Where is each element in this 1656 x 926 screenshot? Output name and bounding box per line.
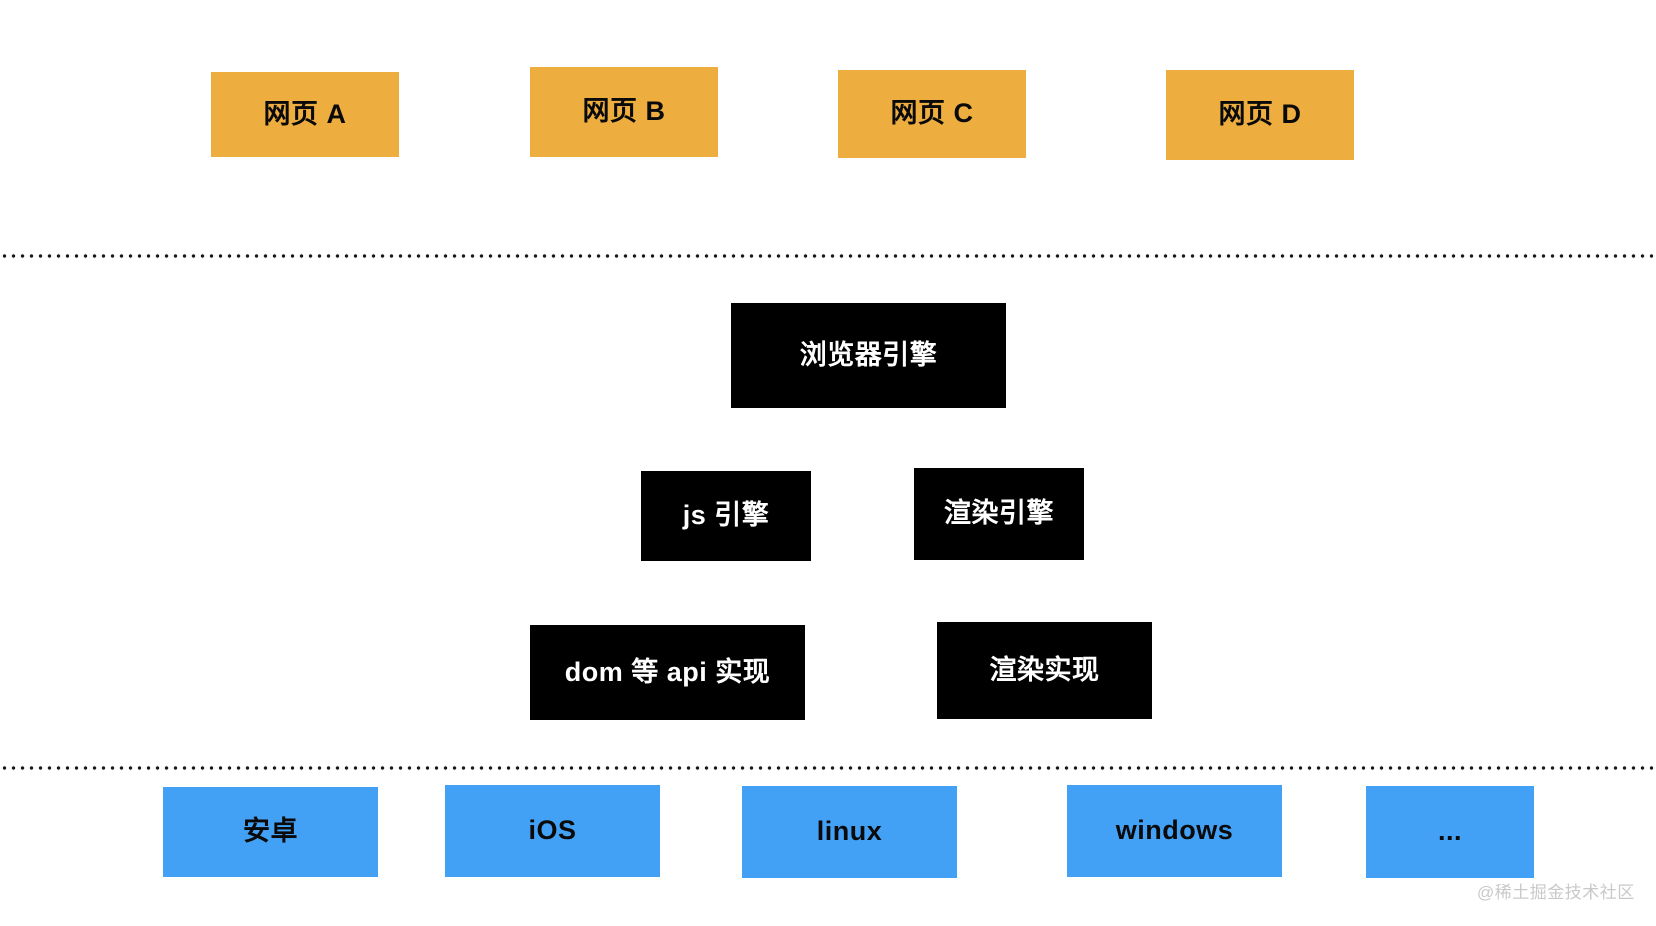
box-webpage-a: 网页 A (211, 72, 399, 157)
box-js-engine: js 引擎 (641, 471, 811, 561)
box-label: 网页 B (582, 96, 666, 127)
box-webpage-d: 网页 D (1166, 70, 1354, 160)
box-label: js 引擎 (682, 500, 770, 531)
box-os-linux: linux (742, 786, 957, 878)
box-label: windows (1115, 815, 1234, 846)
box-label: 网页 D (1218, 99, 1302, 130)
box-webpage-b: 网页 B (530, 67, 718, 157)
box-label: 网页 C (890, 98, 974, 129)
divider-engine-os (0, 766, 1656, 770)
box-dom-api-implementation: dom 等 api 实现 (530, 625, 805, 720)
box-render-implementation: 渲染实现 (937, 622, 1152, 719)
box-label: linux (816, 816, 883, 847)
watermark: @稀土掘金技术社区 (1477, 883, 1635, 902)
box-os-windows: windows (1067, 785, 1282, 877)
box-label: dom 等 api 实现 (564, 656, 771, 687)
box-label: 安卓 (243, 816, 298, 847)
divider-pages-engine (0, 254, 1656, 258)
box-render-engine: 渲染引擎 (914, 468, 1084, 560)
box-os-android: 安卓 (163, 787, 378, 877)
box-webpage-c: 网页 C (838, 70, 1026, 158)
box-os-others: ... (1366, 786, 1534, 878)
box-label: 网页 A (263, 98, 347, 129)
box-browser-engine: 浏览器引擎 (731, 303, 1006, 408)
box-label: iOS (528, 815, 577, 846)
box-label: 浏览器引擎 (799, 339, 938, 370)
box-label: 渲染引擎 (944, 498, 1054, 529)
box-label: ... (1437, 816, 1462, 847)
box-os-ios: iOS (445, 785, 660, 877)
box-label: 渲染实现 (989, 654, 1100, 685)
